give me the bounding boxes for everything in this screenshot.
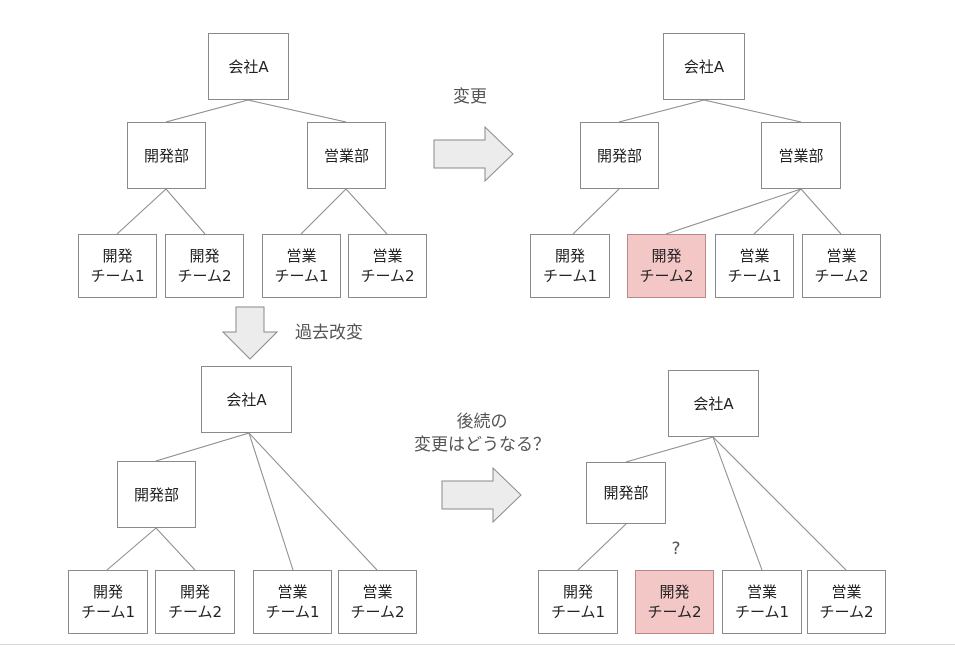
sales-team2-line2-4: チーム2 [819, 603, 874, 621]
company-a-node-3: 会社A [201, 366, 292, 433]
dev-team2-node-orphan: 開発 チーム2 [635, 570, 714, 634]
dev-dept-label-2: 開発部 [596, 146, 642, 165]
sales-team2-line1-2: 営業 [826, 247, 857, 265]
sales-team2-node-2: 営業 チーム2 [802, 234, 881, 298]
down-arrow-icon [222, 306, 278, 360]
sales-team2-line2: チーム2 [360, 267, 415, 285]
dev-team1-node-2: 開発 チーム1 [530, 234, 610, 298]
company-a-label: 会社A [228, 57, 269, 76]
dev-team1-line1-2: 開発 [554, 247, 585, 265]
dev-team1-line2-3: チーム1 [80, 603, 136, 621]
sales-team1-line2-2: チーム1 [727, 267, 782, 285]
dev-team2-line1-3: 開発 [179, 583, 210, 601]
right-arrow-icon-2 [441, 467, 522, 523]
dev-team1-node: 開発 チーム1 [78, 234, 157, 298]
company-a-node: 会社A [208, 33, 289, 100]
dev-dept-node: 開発部 [127, 122, 206, 189]
sales-team1-line1-3: 営業 [277, 583, 308, 601]
right-arrow-icon [433, 126, 514, 182]
dev-dept-node-4: 開発部 [586, 462, 666, 524]
sales-team2-node: 営業 チーム2 [348, 234, 427, 298]
sales-dept-label: 営業部 [323, 146, 369, 165]
dev-team1-node-3: 開発 チーム1 [68, 570, 148, 634]
sales-team1-node-2: 営業 チーム1 [715, 234, 794, 298]
sales-team2-line2-2: チーム2 [814, 267, 869, 285]
company-a-label-2: 会社A [683, 57, 725, 76]
dev-dept-label-3: 開発部 [133, 485, 179, 504]
company-a-label-3: 会社A [226, 390, 267, 409]
subsequent-line1: 後続の [456, 412, 508, 432]
sales-team2-node-3: 営業 チーム2 [338, 570, 417, 634]
dev-team1-line1: 開発 [102, 247, 133, 265]
dev-team2-line1: 開発 [189, 247, 220, 265]
dev-team2-node-3: 開発 チーム2 [155, 570, 235, 634]
dev-team2-line2-moved: チーム2 [639, 267, 694, 285]
dev-team2-line1-orphan: 開発 [659, 583, 690, 601]
sales-team2-node-4: 営業 チーム2 [807, 570, 886, 634]
dev-team2-line2-orphan: チーム2 [647, 603, 702, 621]
dev-team2-line2-3: チーム2 [167, 603, 223, 621]
sales-dept-node: 営業部 [307, 122, 386, 189]
sales-team2-line1-4: 営業 [831, 583, 862, 601]
dev-team1-node-4: 開発 チーム1 [538, 570, 618, 634]
dev-dept-label-4: 開発部 [603, 484, 649, 502]
subsequent-line2: 変更はどうなる？ [414, 435, 550, 455]
retroactive-change-label: 過去改変 [295, 323, 363, 343]
dev-team2-node-moved: 開発 チーム2 [627, 234, 706, 298]
sales-team1-line1: 営業 [286, 247, 317, 265]
dev-team2-node: 開発 チーム2 [165, 234, 244, 298]
dev-dept-node-2: 開発部 [580, 122, 659, 189]
question-mark: ? [671, 539, 681, 559]
dev-team2-line2: チーム2 [177, 267, 232, 285]
sales-team1-line1-4: 営業 [746, 583, 777, 601]
dev-dept-label: 開発部 [143, 146, 189, 165]
sales-team2-line1: 営業 [372, 247, 403, 265]
dev-team1-line1-4: 開発 [562, 583, 593, 601]
dev-team1-line1-3: 開発 [92, 583, 123, 601]
sales-dept-node-2: 営業部 [761, 122, 841, 189]
dev-team1-line2-2: チーム1 [542, 267, 598, 285]
bottom-divider [0, 644, 955, 645]
subsequent-change-question: 後続の 変更はどうなる？ [392, 411, 572, 457]
sales-team1-line2: チーム1 [274, 267, 329, 285]
sales-team1-line2-4: チーム1 [734, 603, 790, 621]
sales-team2-line1-3: 営業 [362, 583, 393, 601]
dev-dept-node-3: 開発部 [117, 461, 196, 528]
dev-team1-line2: チーム1 [90, 267, 145, 285]
sales-team2-line2-3: チーム2 [350, 603, 405, 621]
dev-team2-line1-moved: 開発 [651, 247, 682, 265]
sales-team1-line1-2: 営業 [739, 247, 770, 265]
dev-team1-line2-4: チーム1 [550, 603, 606, 621]
company-a-node-2: 会社A [663, 33, 745, 100]
sales-team1-line2-3: チーム1 [265, 603, 320, 621]
sales-team1-node: 営業 チーム1 [262, 234, 341, 298]
sales-team1-node-4: 営業 チーム1 [722, 570, 802, 634]
company-a-label-4: 会社A [693, 394, 734, 413]
change-label: 変更 [453, 87, 487, 107]
sales-dept-label-2: 営業部 [778, 146, 824, 165]
company-a-node-4: 会社A [668, 370, 759, 437]
sales-team1-node-3: 営業 チーム1 [253, 570, 332, 634]
